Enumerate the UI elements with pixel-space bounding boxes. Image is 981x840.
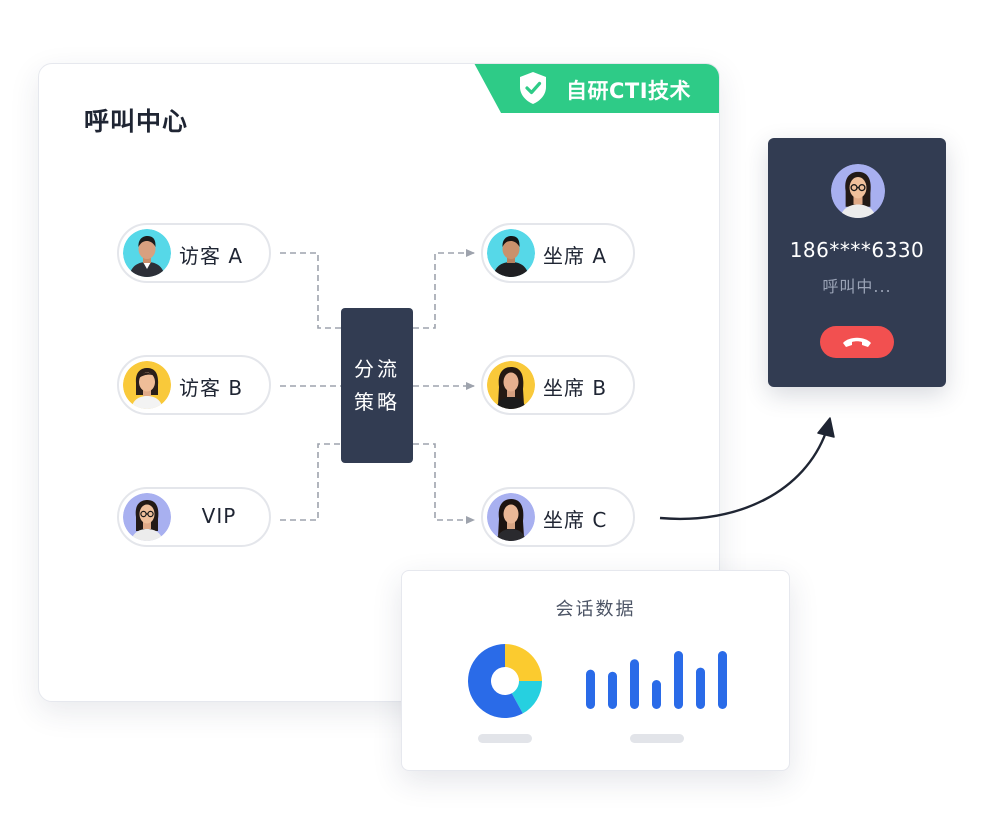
woman-avatar-icon — [123, 361, 171, 409]
session-bar — [608, 671, 617, 709]
woman-glasses-avatar-icon — [831, 164, 885, 218]
man-avatar-icon — [487, 229, 535, 277]
donut-segment — [505, 644, 542, 681]
visitor-b-avatar — [123, 361, 171, 409]
badge-label: 自研CTI技术 — [566, 79, 692, 103]
agent-pill-b[interactable]: 坐席 B — [481, 355, 635, 415]
vip-avatar — [123, 493, 171, 541]
agent-c-label: 坐席 C — [543, 508, 608, 532]
bars-caption-placeholder — [630, 734, 684, 743]
session-data-card: 会话数据 — [401, 570, 790, 771]
visitor-b-label: 访客 B — [179, 376, 244, 400]
woman-longhair-avatar-icon — [487, 361, 535, 409]
session-bar — [696, 667, 705, 709]
card-title: 呼叫中心 — [84, 107, 189, 136]
vip-label: VIP — [201, 504, 237, 528]
visitor-pill-b[interactable]: 访客 B — [117, 355, 271, 415]
agent-c-avatar — [487, 493, 535, 541]
agent-a-label: 坐席 A — [543, 244, 608, 268]
session-bar — [652, 680, 661, 709]
phone-hangup-icon — [843, 337, 871, 347]
donut-segment — [468, 644, 523, 718]
agent-pill-c[interactable]: 坐席 C — [481, 487, 635, 547]
incoming-call-card: 186****6330 呼叫中... — [768, 138, 946, 387]
session-data-title: 会话数据 — [555, 599, 636, 620]
donut-segment — [511, 681, 542, 714]
session-bar — [586, 669, 595, 709]
caller-avatar — [831, 164, 885, 218]
vip-pill[interactable]: VIP — [117, 487, 271, 547]
man-avatar-icon — [123, 229, 171, 277]
woman-glasses-avatar-icon — [123, 493, 171, 541]
agent-pill-a[interactable]: 坐席 A — [481, 223, 635, 283]
call-status: 呼叫中... — [822, 277, 892, 296]
caller-number: 186****6330 — [789, 238, 925, 262]
session-donut-chart — [468, 644, 542, 718]
shield-check-icon — [520, 72, 546, 104]
visitor-a-label: 访客 A — [179, 244, 244, 268]
strategy-line-2: 策略 — [354, 389, 400, 414]
donut-caption-placeholder — [478, 734, 532, 743]
agent-b-avatar — [487, 361, 535, 409]
hangup-button[interactable] — [820, 326, 894, 358]
visitor-pill-a[interactable]: 访客 A — [117, 223, 271, 283]
routing-strategy-box: 分流 策略 — [341, 308, 413, 463]
visitor-a-avatar — [123, 229, 171, 277]
woman-dark-avatar-icon — [487, 493, 535, 541]
agent-b-label: 坐席 B — [543, 376, 608, 400]
session-bar — [718, 651, 727, 709]
strategy-line-1: 分流 — [354, 356, 400, 381]
session-bar — [674, 651, 683, 709]
cti-badge: 自研CTI技术 — [474, 64, 719, 113]
agent-a-avatar — [487, 229, 535, 277]
session-bar-chart — [586, 651, 727, 709]
session-bar — [630, 659, 639, 709]
